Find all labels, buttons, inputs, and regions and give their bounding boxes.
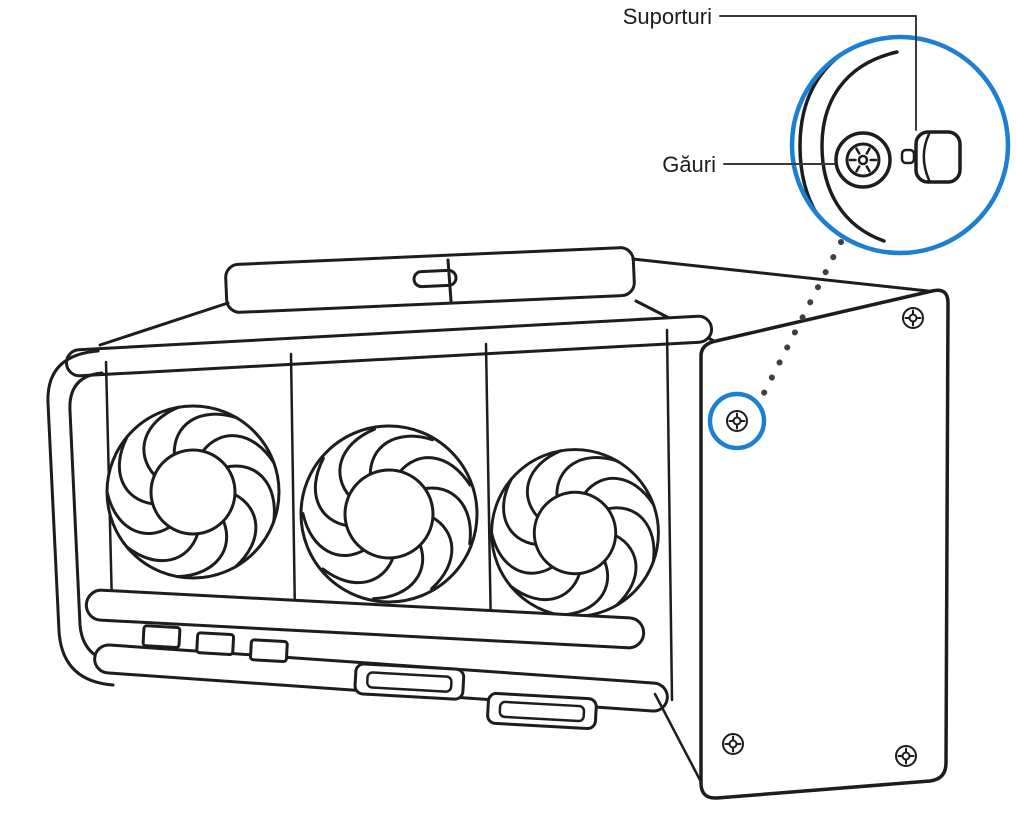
fans (96, 395, 672, 630)
lower-front (84, 588, 702, 782)
dotted-connector (761, 239, 844, 396)
callout-zoom-circle (789, 34, 1011, 256)
leader-line-suporturi (719, 15, 917, 131)
top-panels (98, 246, 930, 347)
screw-highlight-circle (707, 391, 767, 451)
torx-screw-icon (834, 131, 892, 189)
label-suporturi: Suporturi (623, 4, 712, 29)
io-ports (141, 624, 598, 731)
callout-zoom (789, 34, 1011, 256)
label-gauri: Găuri (662, 152, 716, 177)
side-panel (699, 288, 950, 800)
fan-icon (96, 395, 293, 592)
callout-backdrop (792, 37, 1008, 253)
fan-icon (481, 439, 672, 630)
mac-pro-drawing (46, 246, 950, 800)
cylindrical-standoff-icon (900, 130, 962, 184)
fan-icon (292, 417, 489, 614)
